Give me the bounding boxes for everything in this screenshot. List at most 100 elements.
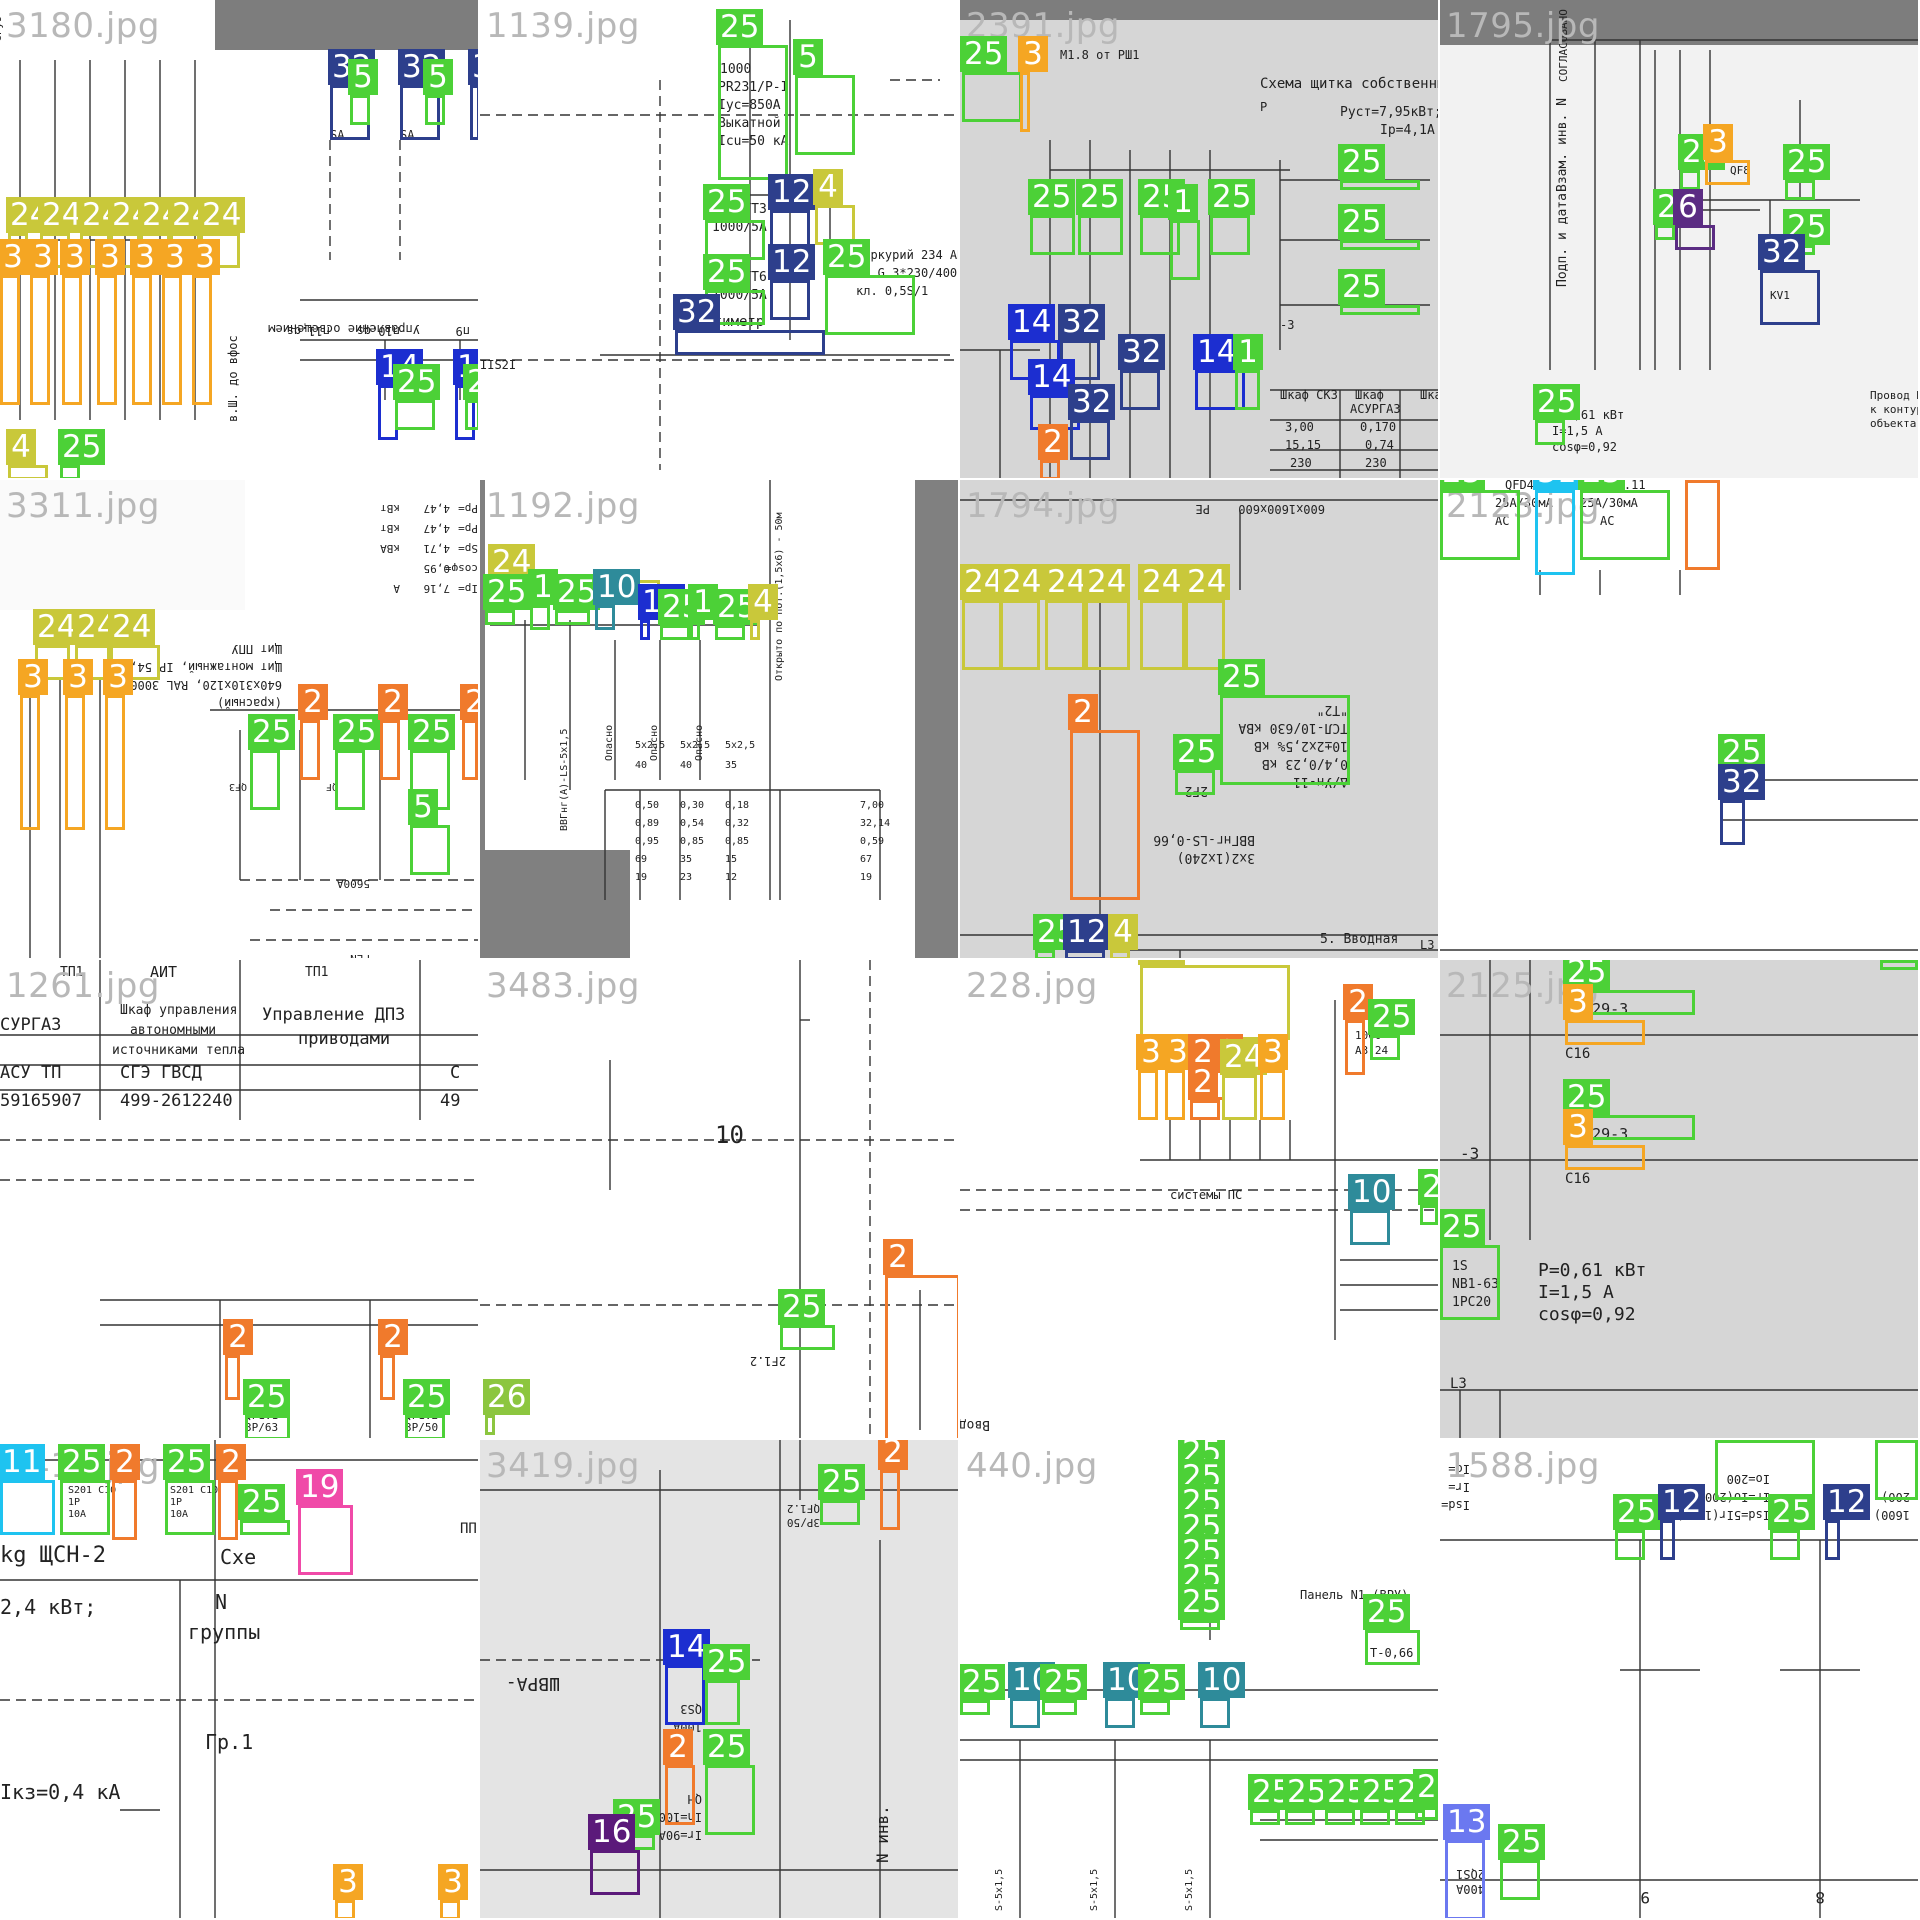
drawing-text: Выкатной <box>718 116 781 131</box>
schematic-lines <box>1440 960 1918 1438</box>
drawing-text: 12 <box>725 872 738 883</box>
drawing-text: 2,4 кВт; <box>0 1595 97 1619</box>
drawing-text: 230 <box>1365 456 1387 470</box>
drawing-text: 5x2,5 <box>680 740 711 751</box>
drawing-text: кл. 0,5S/1 <box>856 284 929 298</box>
drawing-text: Открыто по пот.(1,5x6) - 50м <box>774 512 785 681</box>
drawing-text: 230 <box>1290 456 1312 470</box>
drawing-text: Iр=4,1А <box>1380 123 1435 138</box>
drawing-text: Схе <box>220 1545 257 1569</box>
tile-filename: 1192.jpg <box>486 486 640 526</box>
drawing-text: АСУ ТП <box>0 1063 62 1083</box>
drawing-text: к контур <box>1870 403 1918 416</box>
drawing-text: 8 <box>1815 1888 1825 1907</box>
drawing-text: C16 <box>1565 1046 1591 1062</box>
drawing-text: 1000 <box>720 62 752 77</box>
drawing-text: SA <box>330 128 345 142</box>
drawing-text: Isd= <box>1441 1498 1470 1512</box>
drawing-text: N <box>215 1590 228 1614</box>
drawing-text: АС <box>1600 514 1615 528</box>
drawing-text: Iр= <box>458 582 478 595</box>
drawing-text: QS3 <box>680 1702 702 1716</box>
drawing-text: ПП <box>460 1521 477 1537</box>
drawing-text: 2F1.2 <box>749 1354 786 1368</box>
drawing-text: 0,50 <box>635 800 660 811</box>
tile-filename: 2391.jpg <box>966 6 1120 46</box>
tile-filename: 2123.jpg <box>1446 486 1600 526</box>
drawing-text: 4,71 <box>423 542 451 555</box>
drawing-text: 0,95 <box>635 836 660 847</box>
schematic-lines <box>0 960 478 1438</box>
drawing-text: Рр= <box>458 522 478 535</box>
drawing-text: 0,30 <box>680 800 705 811</box>
drawing-text: 1000 <box>1355 1029 1382 1042</box>
drawing-text: Ir=90A <box>658 1828 702 1842</box>
drawing-text: P=0,61 кВт <box>1538 1260 1647 1281</box>
drawing-text: Iкз=0,4 кА <box>0 1780 121 1804</box>
drawing-text: 3Р/63 <box>245 1421 279 1434</box>
drawing-text: 200) <box>1881 1490 1910 1504</box>
drawing-text: Подп. и дата <box>1555 193 1570 287</box>
drawing-text: группы <box>188 1620 261 1644</box>
drawing-text: 1PC20 <box>1452 1295 1492 1310</box>
drawing-text: автономными <box>130 1023 217 1038</box>
drawing-text: ТП1 <box>305 965 329 980</box>
drawing-text: АСУРГАЗ <box>1350 402 1401 416</box>
drawing-text: 5600А <box>336 877 370 890</box>
drawing-text: 0,18 <box>725 800 750 811</box>
drawing-text: 3Р/50 <box>405 1421 439 1434</box>
drawing-text: 0,170 <box>1360 420 1397 434</box>
drawing-text: Схема щитка собственных нужд <box>1260 76 1438 92</box>
dark-region <box>215 0 478 50</box>
tile-filename: 1261.jpg <box>6 966 160 1006</box>
drawing-text: 3x2(1x240) <box>1176 850 1255 865</box>
drawing-text: -3 <box>1280 318 1295 332</box>
drawing-text: 1600) <box>1873 1508 1910 1522</box>
drawing-text: 400А <box>1456 1882 1485 1896</box>
drawing-text: А <box>393 582 400 595</box>
drawing-text: 10A <box>68 1509 87 1520</box>
schematic-lines <box>960 1000 1438 1340</box>
drawing-text: п9 <box>455 324 470 338</box>
schematic-lines <box>960 1440 1438 1918</box>
tile-filename: 1588.jpg <box>1446 1446 1600 1486</box>
drawing-text: 69 <box>635 854 648 865</box>
schematic-lines <box>960 499 1438 958</box>
drawing-text: N инв. <box>873 1805 892 1863</box>
drawing-text: мультиметр <box>680 314 765 330</box>
drawing-text: S201 C10 <box>68 1485 117 1496</box>
drawing-text: QH <box>687 1792 702 1806</box>
drawing-text: 5x2,5 <box>635 740 666 751</box>
drawing-text: S201 C10 <box>170 1485 219 1496</box>
drawing-text: "Т2" <box>1316 702 1348 717</box>
drawing-text: Опасно <box>604 724 615 761</box>
tile-filename: 1795.jpg <box>1446 6 1600 46</box>
drawing-text: ВВГнг-LS-0,66 <box>1153 832 1255 847</box>
drawing-text: 2QS1 <box>1456 1867 1485 1881</box>
drawing-text: QF <box>325 781 338 792</box>
tile-filename: 440.jpg <box>966 1446 1098 1486</box>
drawing-text: сгу9 <box>0 15 4 43</box>
drawing-text: 9 <box>1640 1888 1650 1907</box>
drawing-text: Icu=50 кА <box>718 134 789 149</box>
drawing-text: Ir=Io(200) <box>1697 1490 1770 1504</box>
drawing-text: (красный) <box>216 696 282 710</box>
drawing-text: 35 <box>725 760 738 771</box>
schematic-lines <box>480 960 958 1438</box>
drawing-text: 67 <box>860 854 873 865</box>
drawing-text: PEN <box>350 952 370 958</box>
drawing-text: 1000/5A <box>712 220 767 235</box>
tile-filename: 3311.jpg <box>6 486 160 526</box>
drawing-text: 15,15 <box>1285 438 1322 452</box>
schematic-lines <box>1440 1539 1918 1918</box>
drawing-text: 25А/30мА <box>1580 496 1638 510</box>
